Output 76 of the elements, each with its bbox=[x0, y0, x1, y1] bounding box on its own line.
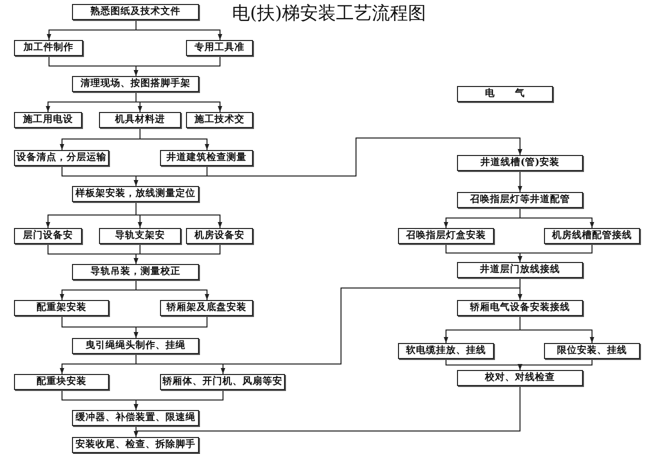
box-label: 校对、对线检查 bbox=[485, 373, 555, 383]
box-label: 施工技术交 bbox=[194, 115, 244, 125]
box-label: 施工用电设 bbox=[23, 115, 73, 125]
process-box bbox=[457, 86, 553, 102]
process-box bbox=[186, 112, 253, 128]
process-box bbox=[72, 264, 199, 280]
arrow bbox=[518, 278, 522, 300]
arrow bbox=[136, 288, 522, 364]
box-label: 层门设备安 bbox=[23, 231, 73, 241]
process-box bbox=[14, 228, 82, 244]
arrow bbox=[518, 170, 522, 192]
box-label: 缓冲器、补偿装置、限速绳 bbox=[76, 413, 196, 423]
process-box bbox=[72, 4, 199, 20]
process-box bbox=[14, 374, 109, 390]
process-box bbox=[457, 262, 583, 278]
box-label: 安装收尾、检查、拆除脚手 bbox=[76, 440, 196, 450]
arrow bbox=[140, 128, 210, 150]
process-box bbox=[72, 186, 199, 202]
box-label: 井道层门放线接线 bbox=[480, 265, 560, 275]
box-label: 井道建筑检查测量 bbox=[166, 153, 246, 163]
process-box bbox=[14, 40, 83, 56]
process-box bbox=[186, 228, 253, 244]
box-label: 清理现场、按图搭脚手架 bbox=[80, 79, 190, 89]
box-label: 机房设备安 bbox=[194, 231, 244, 241]
process-box bbox=[457, 192, 583, 208]
box-label: 电 气 bbox=[485, 89, 525, 99]
box-label: 机具材料进 bbox=[115, 115, 165, 125]
box-label: 召唤指层灯等井道配管 bbox=[470, 195, 570, 205]
arrow bbox=[134, 244, 220, 264]
box-label: 井道线槽(管)安装 bbox=[480, 158, 560, 168]
arrow bbox=[520, 316, 594, 344]
process-box bbox=[160, 150, 253, 166]
box-label: 轿厢体、开门机、风扇等安 bbox=[162, 377, 282, 387]
process-box bbox=[72, 410, 199, 426]
process-box bbox=[457, 300, 583, 316]
process-box bbox=[72, 338, 199, 354]
arrow bbox=[206, 138, 522, 176]
process-box bbox=[72, 76, 199, 92]
process-box bbox=[160, 300, 253, 316]
process-box bbox=[544, 228, 640, 244]
arrow bbox=[134, 56, 220, 76]
process-box bbox=[72, 437, 199, 453]
arrow bbox=[134, 390, 224, 410]
process-box bbox=[457, 155, 583, 171]
process-box bbox=[14, 150, 109, 166]
box-label: 机房线槽配管接线 bbox=[552, 231, 632, 241]
box-label: 熟悉图纸及技术文件 bbox=[90, 7, 180, 17]
box-label: 导轨支架安 bbox=[115, 231, 165, 241]
box-label: 曳引绳绳头制作、挂绳 bbox=[86, 341, 186, 351]
arrow bbox=[518, 358, 592, 370]
process-box bbox=[544, 343, 640, 359]
arrow bbox=[518, 244, 592, 262]
process-box bbox=[99, 228, 181, 244]
box-label: 专用工具准 bbox=[194, 43, 244, 53]
box-label: 限位安装、挂线 bbox=[557, 346, 627, 356]
process-box bbox=[99, 112, 181, 128]
box-label: 召唤指层灯盒安装 bbox=[406, 231, 486, 241]
box-label: 软电缆挂放、挂线 bbox=[406, 346, 486, 356]
arrow bbox=[134, 386, 520, 438]
process-box bbox=[186, 40, 253, 56]
box-label: 轿厢电气设备安装接线 bbox=[470, 303, 570, 313]
box-label: 轿厢架及底盘安装 bbox=[166, 303, 246, 313]
diagram-title: 电(扶)梯安装工艺流程图 bbox=[232, 2, 426, 25]
arrow bbox=[134, 316, 208, 338]
box-label: 加工件制作 bbox=[24, 43, 74, 53]
process-box bbox=[398, 228, 494, 244]
box-label: 配重块安装 bbox=[36, 377, 86, 387]
box-label: 导轨吊装，测量校正 bbox=[90, 267, 180, 277]
process-box bbox=[457, 370, 583, 386]
box-label: 配重架安装 bbox=[36, 303, 86, 313]
process-box bbox=[14, 300, 109, 316]
process-box bbox=[14, 112, 82, 128]
process-box bbox=[398, 343, 494, 359]
process-box bbox=[160, 374, 285, 390]
box-label: 样板架安装，放线测量定位 bbox=[76, 189, 196, 199]
box-label: 设备清点，分层运输 bbox=[16, 153, 106, 163]
